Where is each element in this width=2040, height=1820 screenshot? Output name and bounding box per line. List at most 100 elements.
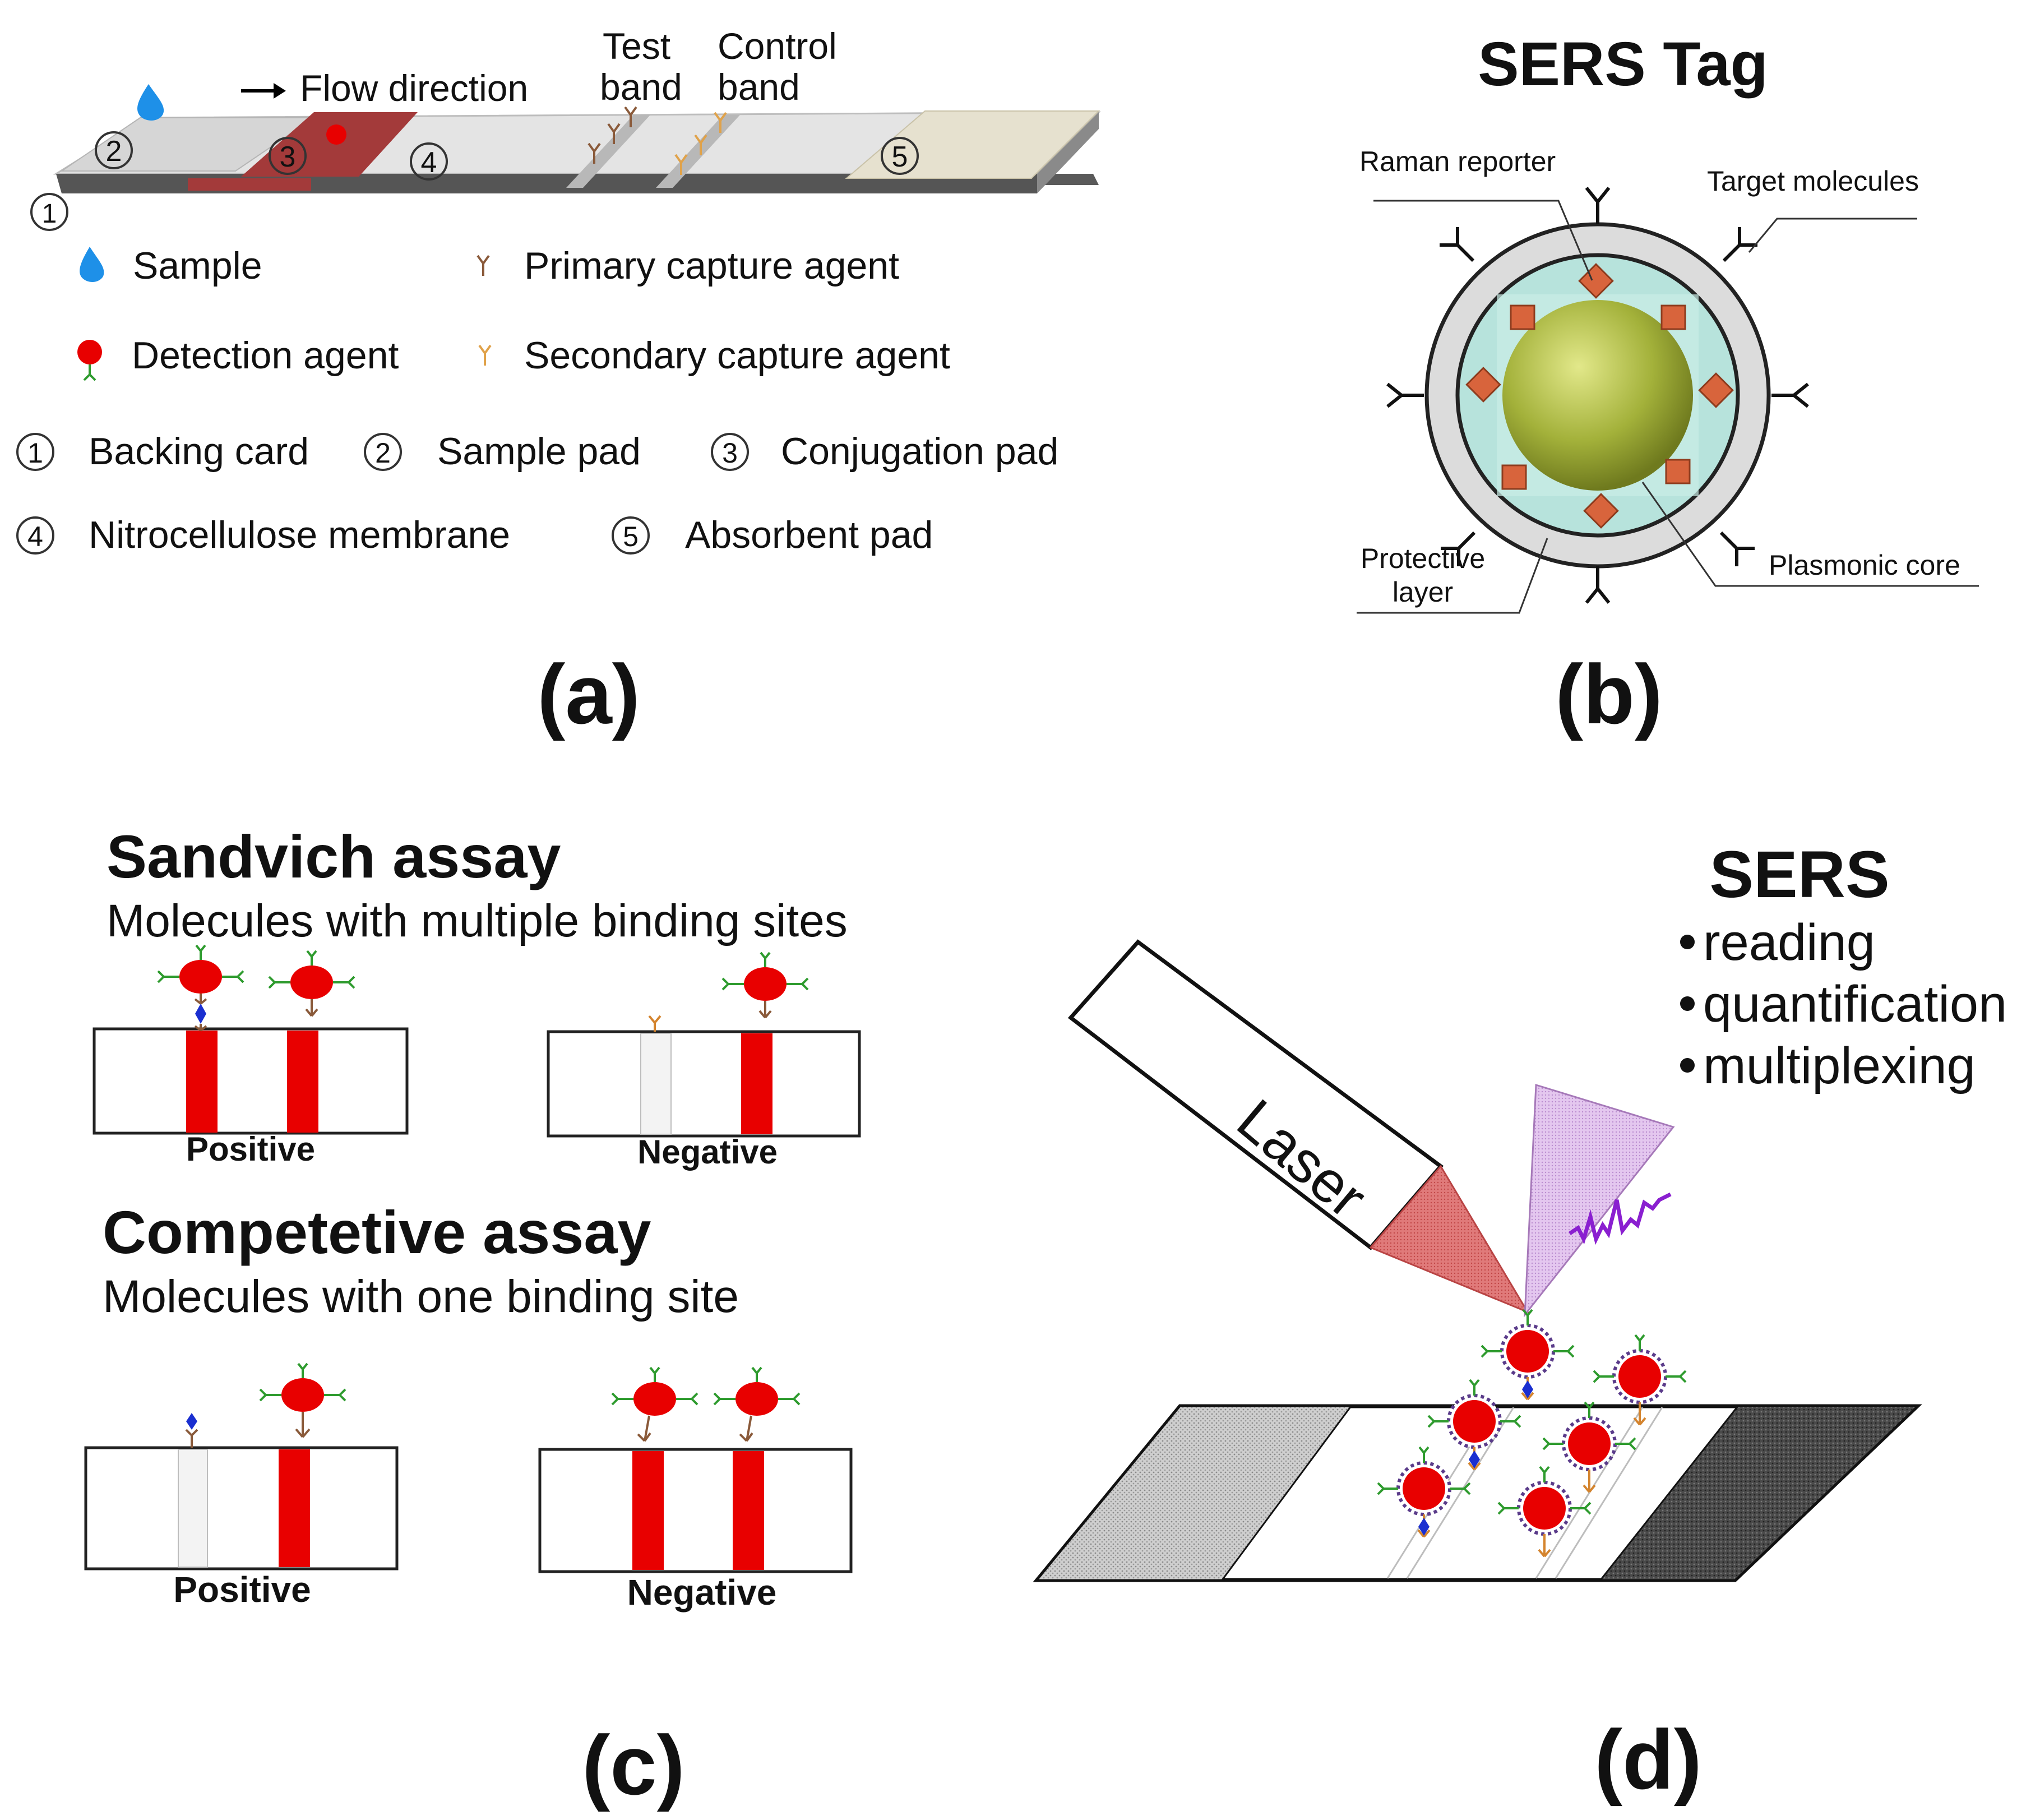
test-band-label-2: band [600,66,682,108]
legend-sample-drop-icon [80,247,104,283]
laser-beam [1369,1165,1530,1314]
number-marker-3: 3 [269,137,307,175]
target-callout [1748,218,1917,253]
plasmonic-callout [1641,482,1979,587]
raman-spectrum-icon [1569,1192,1672,1245]
sandwich-title: Sandvich assay [107,823,561,890]
panel-b: SERS Tag Raman reporter T [1357,30,1979,741]
laser-body [1067,939,1444,1250]
legend-detection-agent-icon [77,340,102,381]
sandwich-negative-strip [547,1030,861,1138]
sandwich-subtitle: Molecules with multiple binding sites [107,895,848,946]
legend-absorbent-pad: Absorbent pad [685,514,933,556]
legend-num-2: 2 [364,433,402,471]
sandwich-negative-test-line [640,1033,672,1135]
legend-num-4: 4 [16,516,54,555]
sandwich-positive-label: Positive [186,1130,315,1168]
sandwich-positive-strip [92,1027,409,1135]
sers-tags-on-strip [1377,1309,1687,1558]
competitive-positive-control-line [279,1449,310,1567]
detection-agent-particle [326,124,346,145]
raman-callout [1373,200,1593,281]
competitive-positive-free-analyte [185,1413,198,1448]
svg-text:5: 5 [623,521,639,552]
plasmonic-core-label: Plasmonic core [1769,549,1960,581]
target-molecules-label: Target molecules [1707,165,1919,197]
protective-callout [1357,538,1548,614]
secondary-capture-agents [674,112,727,175]
competitive-positive-strip [84,1446,399,1570]
legend-backing-card: Backing card [89,430,309,473]
control-band-label-1: Control [718,25,837,67]
sers-tag-3 [1427,1379,1521,1471]
absorbent-pad [845,110,1100,179]
sandwich-positive-complex-1 [157,944,244,1032]
svg-text:1: 1 [42,199,57,229]
protective-layer-label-2: layer [1393,576,1453,608]
conjugation-pad-edge [188,178,311,191]
competitive-subtitle: Molecules with one binding site [103,1271,739,1322]
legend-sample-pad: Sample pad [437,430,641,473]
flow-direction-label: Flow direction [300,67,528,109]
sers-tag-6 [1497,1466,1592,1558]
panel-c: Sandvich assay Molecules with multiple b… [84,823,861,1812]
panel-a-label: (a) [537,647,640,741]
legend-num-1: 1 [16,433,54,471]
sandwich-positive-control-line [287,1031,318,1133]
legend-secondary-capture: Secondary capture agent [524,334,950,377]
sandwich-positive-test-line [186,1031,218,1133]
svg-text:2: 2 [106,135,122,168]
panel-c-label: (c) [582,1718,684,1812]
test-band [566,115,650,188]
number-marker-2: 2 [95,131,133,169]
number-marker-4: 4 [410,142,448,181]
competitive-negative-test-line [632,1451,664,1570]
conjugation-pad [241,112,418,177]
competitive-negative-control-line [733,1451,764,1570]
legend-secondary-capture-icon [478,344,492,366]
sandwich-negative-label: Negative [637,1133,778,1171]
sers-tag-1 [1481,1309,1575,1401]
number-marker-1: 1 [30,193,68,231]
sers-tag-5 [1377,1446,1471,1538]
bullet-dot-2 [1680,996,1695,1011]
sers-tag-title: SERS Tag [1478,30,1768,99]
strip-side [1037,112,1099,193]
number-marker-5: 5 [881,137,919,175]
legend-primary-capture: Primary capture agent [524,244,899,287]
competitive-positive-label: Positive [173,1569,311,1610]
protective-layer-label-1: Protective [1361,543,1485,574]
panel-b-label: (b) [1555,647,1663,741]
sers-tag-4 [1542,1401,1636,1493]
competitive-negative-strip [538,1448,853,1573]
sandwich-negative-free-antibody [648,1015,662,1032]
svg-text:5: 5 [892,141,908,173]
legend-conjugation-pad: Conjugation pad [781,430,1058,473]
sandwich-negative-control-line [741,1033,772,1134]
raman-reporters [1465,263,1734,529]
bullet-multiplexing: multiplexing [1703,1037,1976,1094]
strip-right-pad [1598,1405,1919,1581]
bullet-reading: reading [1703,914,1875,971]
sers-title: SERS [1709,838,1889,912]
competitive-positive-complex [259,1362,346,1438]
bullet-quantification: quantification [1703,976,2007,1033]
control-band [656,115,740,188]
control-band-label-2: band [718,66,800,108]
legend-sample: Sample [133,244,262,287]
legend-primary-capture-icon [477,255,490,276]
legend-num-3: 3 [711,433,749,471]
competitive-positive-test-line [178,1449,208,1568]
competitive-negative-complex-1 [611,1366,698,1442]
sandwich-positive-complex-2 [268,950,355,1017]
flow-arrow-icon [241,83,286,99]
competitive-negative-label: Negative [627,1572,777,1613]
panel-d-label: (d) [1594,1712,1702,1807]
svg-text:4: 4 [27,521,43,552]
legend-detection-agent: Detection agent [132,334,399,377]
strip-left-pad [1035,1405,1353,1581]
sample-drop-icon [137,84,164,121]
competitive-negative-complex-2 [713,1366,801,1442]
